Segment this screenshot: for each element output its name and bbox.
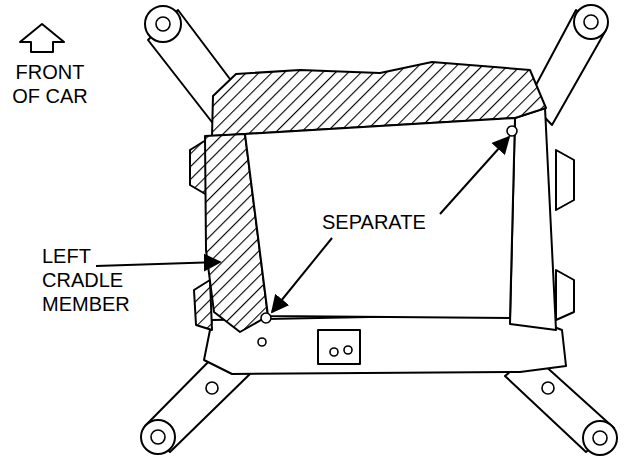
front-arrow xyxy=(20,24,64,52)
right-cradle-member xyxy=(510,108,556,330)
bolt-hole xyxy=(156,17,170,31)
arm-end xyxy=(574,5,608,39)
bolt-hole xyxy=(593,431,607,445)
direction-label: FRONT OF CAR xyxy=(0,60,100,108)
separation-point xyxy=(507,126,517,136)
cradle-opening xyxy=(245,118,515,318)
bolt-hole xyxy=(542,382,554,394)
leader-arrow xyxy=(96,262,220,266)
leader-arrow xyxy=(272,238,332,312)
callout-label: SEPARATE xyxy=(322,210,452,234)
arm-end xyxy=(141,420,175,454)
bolt-hole xyxy=(206,382,218,394)
bracket xyxy=(556,270,574,320)
bracket xyxy=(194,280,212,330)
bracket xyxy=(556,150,574,210)
separation-point xyxy=(261,313,271,323)
part-label: LEFT CRADLE MEMBER xyxy=(42,244,154,316)
bolt-hole xyxy=(258,338,266,346)
mount-plate xyxy=(318,330,360,364)
arm-end xyxy=(145,6,181,42)
bolt-hole xyxy=(151,430,165,444)
bolt-hole xyxy=(344,346,352,354)
bolt-hole xyxy=(584,15,598,29)
bolt-hole xyxy=(330,348,338,356)
leader-arrow xyxy=(440,137,509,214)
arm-end xyxy=(583,421,617,455)
